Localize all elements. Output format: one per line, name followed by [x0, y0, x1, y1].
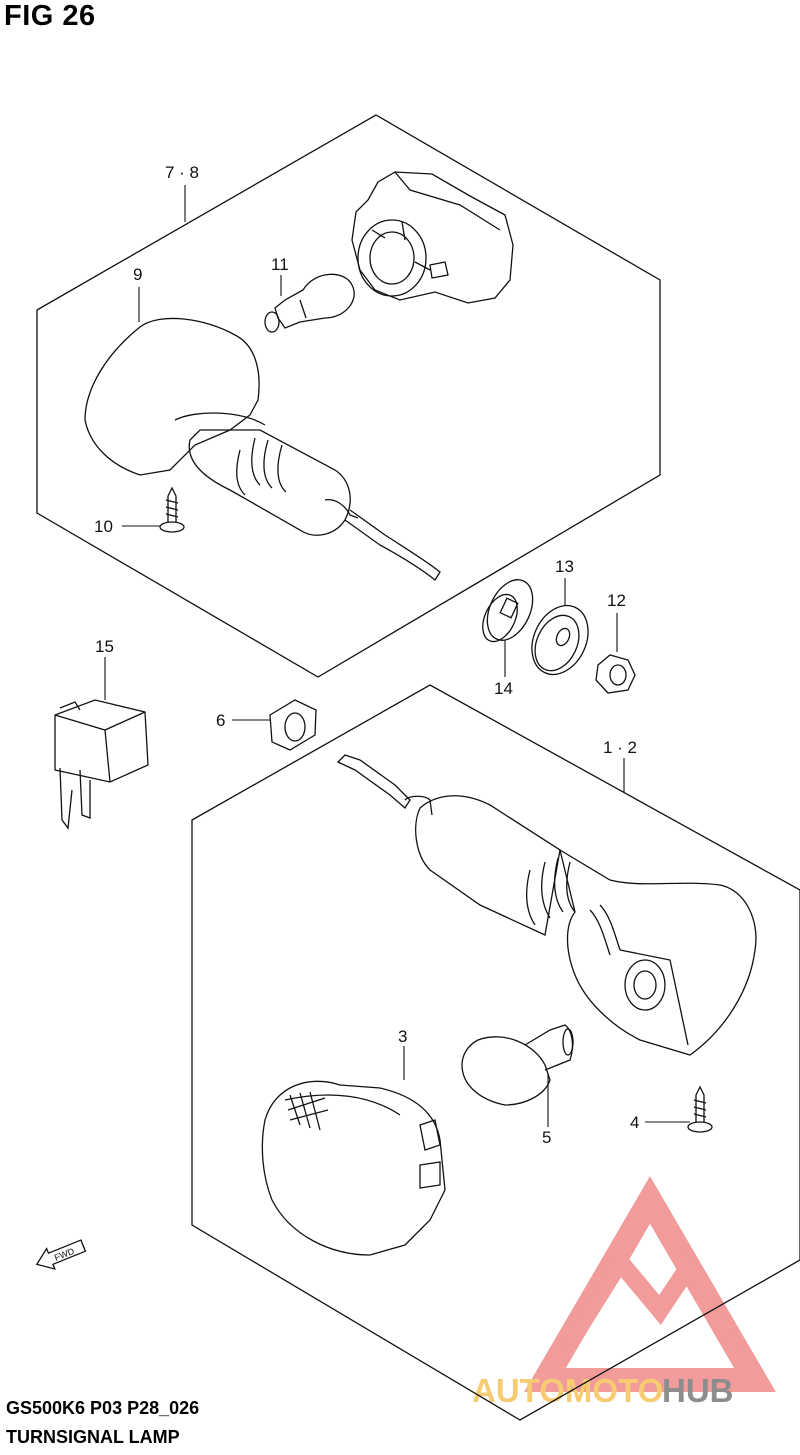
- turnsignal-stalk-9: [84, 317, 441, 581]
- callout-9: 9: [133, 265, 142, 284]
- grommet-14: [482, 579, 534, 643]
- washer-13: [531, 604, 589, 676]
- callout-14: 14: [494, 679, 513, 698]
- watermark-logo: AUTOMOTO HUB: [472, 1176, 776, 1409]
- nut-12: [595, 654, 636, 694]
- model-code: GS500K6 P03 P28_026: [6, 1398, 200, 1418]
- screw-4: [687, 1085, 713, 1133]
- callout-7-8: 7 · 8: [165, 163, 199, 182]
- bulb-11: [264, 273, 355, 333]
- relay-15: [54, 699, 149, 830]
- watermark-text-hub: HUB: [662, 1372, 734, 1409]
- bulb-5: [461, 1024, 574, 1106]
- watermark-text-automoto: AUTOMOTO: [472, 1372, 663, 1409]
- callout-13: 13: [555, 557, 574, 576]
- turnsignal-assembly-1-2: [336, 754, 757, 1056]
- part-name: TURNSIGNAL LAMP: [6, 1427, 180, 1447]
- callout-6: 6: [216, 711, 225, 730]
- leader-lines: [104, 185, 690, 1127]
- callout-1-2: 1 · 2: [603, 738, 637, 757]
- callout-3: 3: [398, 1027, 407, 1046]
- callout-10: 10: [94, 517, 113, 536]
- figure-title: FIG 26: [4, 0, 96, 32]
- callout-5: 5: [542, 1128, 551, 1147]
- lens-3: [261, 1080, 446, 1256]
- grommet-6: [269, 699, 317, 751]
- upper-assembly-frame: [36, 114, 661, 678]
- lower-assembly-frame: [191, 684, 800, 1421]
- turnsignal-housing-7-8: [351, 171, 514, 304]
- callout-12: 12: [607, 591, 626, 610]
- callout-11: 11: [271, 255, 289, 274]
- callout-4: 4: [630, 1113, 639, 1132]
- fwd-arrow-icon: FWD: [35, 1239, 87, 1270]
- screw-10: [159, 486, 185, 533]
- callout-15: 15: [95, 637, 114, 656]
